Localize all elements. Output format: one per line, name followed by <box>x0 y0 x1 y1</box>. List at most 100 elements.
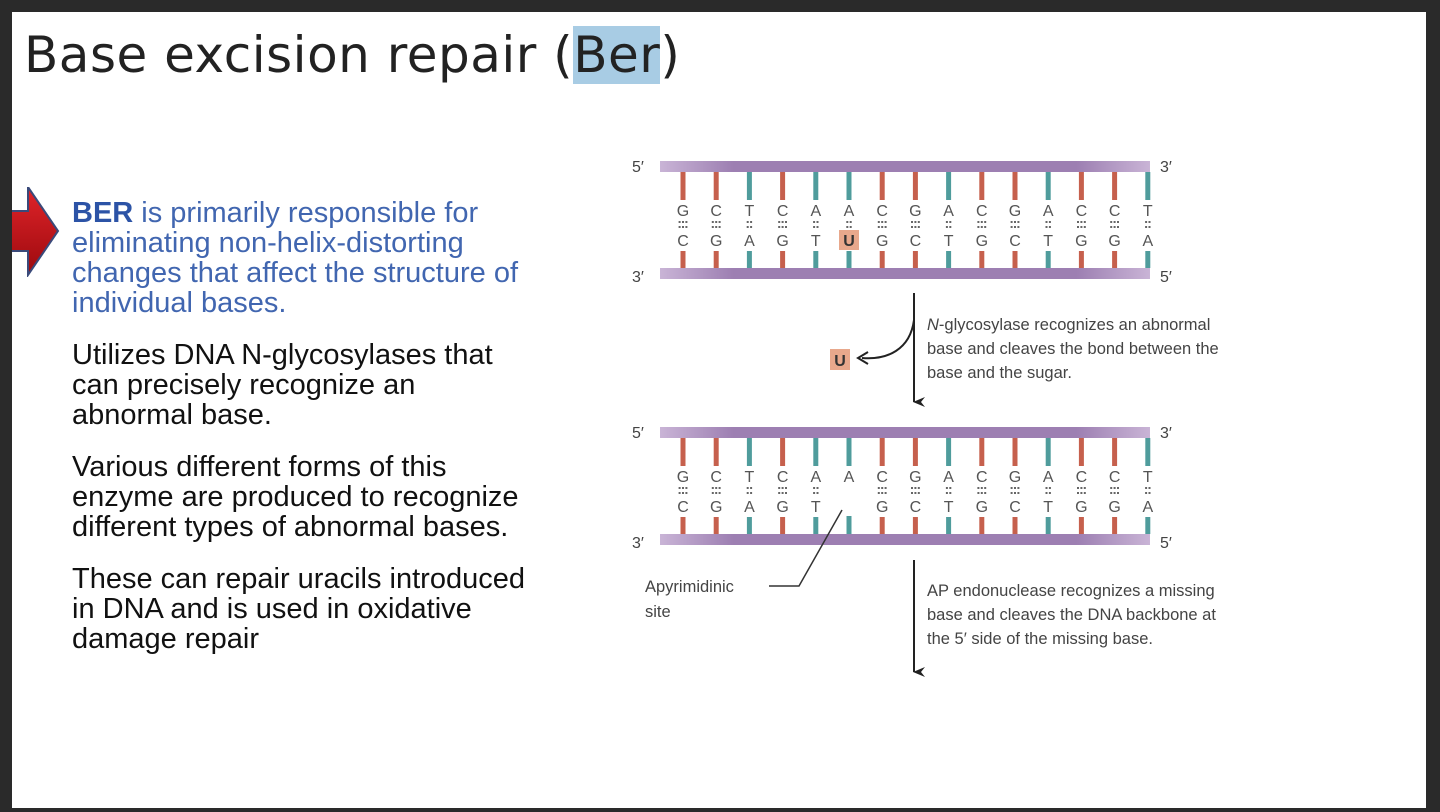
step2-text-line3: the 5′ side of the missing base. <box>927 630 1153 648</box>
base-bar-bottom <box>1112 251 1118 268</box>
top-base-letter: C <box>777 203 789 220</box>
duplex1-top-backbone <box>660 161 1150 172</box>
duplex2-top-left-label: 5′ <box>632 425 644 442</box>
slide: Base excision repair (Ber) BER is primar… <box>12 12 1426 808</box>
bottom-base-letter: T <box>811 499 821 516</box>
base-bar-bottom <box>1112 517 1118 534</box>
base-bar-bottom <box>979 517 985 534</box>
top-base-letter: C <box>1109 469 1121 486</box>
top-base-letter: A <box>844 203 855 220</box>
top-base-letter: C <box>777 469 789 486</box>
duplex2-bottom-left-label: 3′ <box>632 535 644 552</box>
bullet-1-lead: BER <box>72 197 134 229</box>
step-1: U N-glycosylase recognizes an abnormal b… <box>830 293 1219 407</box>
ber-diagram: 5′ 3′ 3′ 5′ GCCGTACGATAUCGGCATCGGCATCGCG… <box>632 159 1219 677</box>
base-bar-bottom <box>946 251 952 268</box>
title-prefix: Base excision repair ( <box>24 26 574 84</box>
duplex1-top-left-label: 5′ <box>632 159 644 176</box>
top-base-letter: C <box>976 469 988 486</box>
site-label-line1: Apyrimidinic <box>645 578 734 596</box>
base-bar-bottom <box>1012 517 1018 534</box>
top-base-letter: G <box>909 203 921 220</box>
base-bar-bottom <box>1012 251 1018 268</box>
top-base-letter: A <box>943 469 954 486</box>
top-base-letter: C <box>876 469 888 486</box>
base-bar-bottom <box>1078 251 1084 268</box>
site-label-line2: site <box>645 603 671 621</box>
base-bar-top <box>1145 172 1151 200</box>
top-base-letter: C <box>710 469 722 486</box>
bottom-base-letter: G <box>1075 233 1087 250</box>
bottom-base-letter: T <box>811 233 821 250</box>
base-bar-top <box>713 172 719 200</box>
top-base-letter: A <box>810 203 821 220</box>
red-arrow-icon <box>12 187 60 277</box>
base-pair: AT <box>1043 172 1054 268</box>
base-bar-top <box>780 172 786 200</box>
step-2: Apyrimidinic site AP endonuclease recogn… <box>645 509 1216 677</box>
bottom-base-letter: G <box>1075 499 1087 516</box>
bottom-base-letter: T <box>1043 499 1053 516</box>
step1-text-line3: base and the sugar. <box>927 364 1072 382</box>
base-bar-top <box>1112 438 1118 466</box>
base-pair: CG <box>976 172 988 268</box>
base-pair: TA <box>744 172 755 268</box>
bottom-base-letter: A <box>744 499 755 516</box>
base-bar-top <box>813 438 819 466</box>
base-bar-bottom <box>780 517 786 534</box>
base-bar-top <box>713 438 719 466</box>
step1-text: N-glycosylase recognizes an abnormal <box>927 316 1210 334</box>
base-pair: CG <box>1108 438 1121 534</box>
base-bar-top <box>1145 438 1151 466</box>
base-pair: CG <box>776 172 789 268</box>
base-bar-top <box>1012 438 1018 466</box>
abasic-stub <box>846 516 852 534</box>
base-bar-bottom <box>713 251 719 268</box>
base-pair: GC <box>677 172 689 268</box>
base-bar-bottom <box>1078 517 1084 534</box>
base-bar-top <box>1045 438 1051 466</box>
base-pair: CG <box>876 172 888 268</box>
base-pair: CG <box>776 438 789 534</box>
base-pair: CG <box>1075 438 1088 534</box>
bottom-base-letter: T <box>1043 233 1053 250</box>
base-pair: CG <box>1108 172 1121 268</box>
base-pair: CG <box>710 172 722 268</box>
base-pair: AT <box>943 172 954 268</box>
bottom-base-letter: G <box>710 233 722 250</box>
duplex2-bottom-right-label: 5′ <box>1160 535 1172 552</box>
base-bar-top <box>879 438 885 466</box>
base-bar-top <box>979 172 985 200</box>
base-pair: AT <box>943 438 954 534</box>
top-base-letter: T <box>745 469 755 486</box>
bullet-3: Various different forms of this enzyme a… <box>72 451 519 543</box>
removed-uracil-label: U <box>834 353 846 370</box>
top-base-letter: C <box>976 203 988 220</box>
bottom-base-letter: G <box>1108 499 1120 516</box>
bottom-base-letter: A <box>1142 233 1153 250</box>
base-bar-top <box>1078 172 1084 200</box>
base-bar-top <box>912 172 918 200</box>
bottom-base-letter: C <box>677 499 689 516</box>
base-pair: AU <box>839 172 859 268</box>
base-bar-top <box>1045 172 1051 200</box>
base-pair: CG <box>976 438 988 534</box>
bottom-base-letter: C <box>910 233 922 250</box>
title-highlight[interactable]: Ber <box>573 26 661 84</box>
top-base-letter: G <box>1009 469 1021 486</box>
base-pair: GC <box>677 438 689 534</box>
top-base-letter: G <box>1009 203 1021 220</box>
top-base-letter: T <box>745 203 755 220</box>
base-bar-bottom <box>713 517 719 534</box>
base-bar-top <box>912 438 918 466</box>
base-bar-bottom <box>1045 251 1051 268</box>
top-base-letter: C <box>876 203 888 220</box>
base-bar-bottom <box>1045 517 1051 534</box>
bottom-base-letter: G <box>976 233 988 250</box>
bullet-1-text: is primarily responsible for eliminating… <box>72 197 519 319</box>
bottom-base-letter: A <box>1142 499 1153 516</box>
base-bar-bottom <box>912 251 918 268</box>
slide-title: Base excision repair (Ber) <box>24 26 680 84</box>
top-base-letter: G <box>909 469 921 486</box>
base-pair: TA <box>1142 172 1153 268</box>
